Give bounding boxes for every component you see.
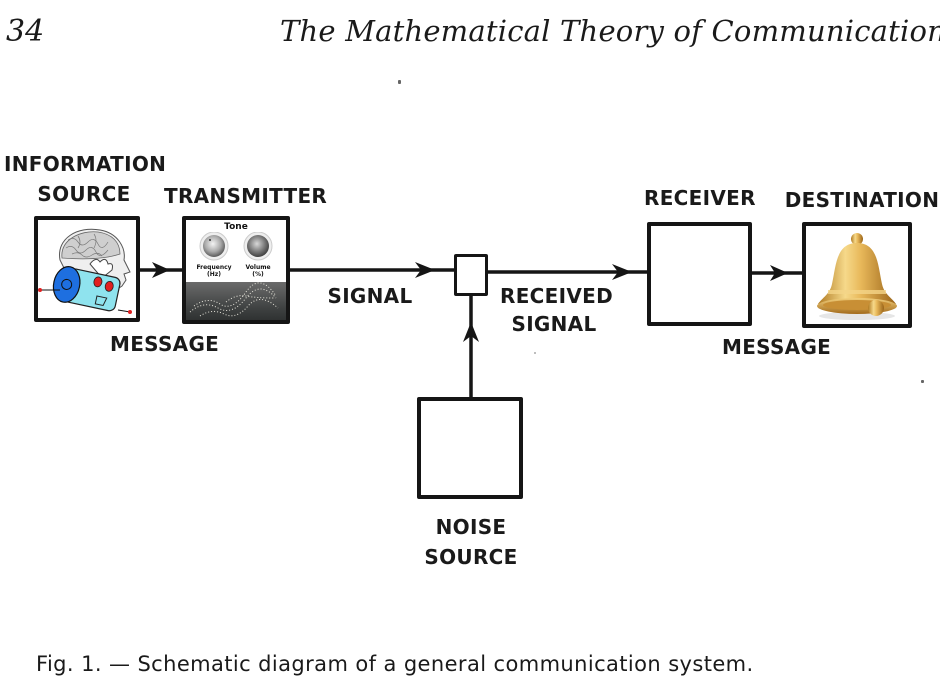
frequency-label: Frequency (Hz): [194, 264, 234, 278]
label-information-source: INFORMATION SOURCE: [4, 150, 167, 208]
arrow-received-signal: [612, 264, 632, 280]
arrow-message-in: [152, 262, 170, 278]
page-header-title: The Mathematical Theory of Communication: [280, 14, 940, 48]
knob-unit: (Hz): [207, 271, 221, 278]
label-line: SIGNAL: [511, 312, 597, 336]
destination-box: [802, 222, 912, 328]
label-transmitter: TRANSMITTER: [164, 184, 328, 208]
label-receiver: RECEIVER: [644, 186, 756, 210]
mixer-box: [454, 254, 488, 296]
label-line: RECEIVED: [500, 284, 613, 308]
figure-caption: Fig. 1. — Schematic diagram of a general…: [36, 652, 754, 676]
label-line: SOURCE: [424, 545, 518, 569]
noise-source-box: [417, 397, 523, 499]
scan-speck: [534, 352, 536, 354]
label-line: SOURCE: [37, 182, 131, 206]
scan-speck: [921, 380, 924, 383]
knobs: [199, 232, 273, 261]
tone-panel-title: Tone: [224, 222, 248, 232]
label-signal: SIGNAL: [327, 284, 413, 308]
page-number: 34: [6, 14, 45, 49]
label-message-in: MESSAGE: [110, 332, 220, 356]
label-line: INFORMATION: [4, 152, 167, 176]
volume-label: Volume (%): [238, 264, 278, 278]
tone-control-panel: Tone Frequency (Hz) Volume (%): [186, 220, 286, 282]
arrow-noise: [463, 322, 479, 342]
label-line: NOISE: [435, 515, 507, 539]
knob-name: Volume: [245, 264, 271, 271]
brain-robot-icon: [38, 228, 132, 314]
arrow-message-out: [770, 265, 788, 281]
dotted-wave-icon: [189, 282, 279, 317]
bell-icon: [817, 233, 897, 320]
scan-speck: [398, 80, 401, 84]
waveform-image: [186, 282, 286, 320]
label-received-signal: RECEIVED SIGNAL: [500, 282, 613, 338]
label-destination: DESTINATION: [784, 188, 940, 212]
information-source-box: [34, 216, 140, 322]
label-message-out: MESSAGE: [722, 335, 832, 359]
receiver-box: [647, 222, 752, 326]
label-noise-source: NOISE SOURCE: [418, 512, 524, 572]
arrow-signal: [415, 262, 435, 278]
knob-name: Frequency: [196, 264, 232, 271]
knob-unit: (%): [252, 271, 264, 278]
transmitter-box: Tone Frequency (Hz) Volume (%): [182, 216, 290, 324]
